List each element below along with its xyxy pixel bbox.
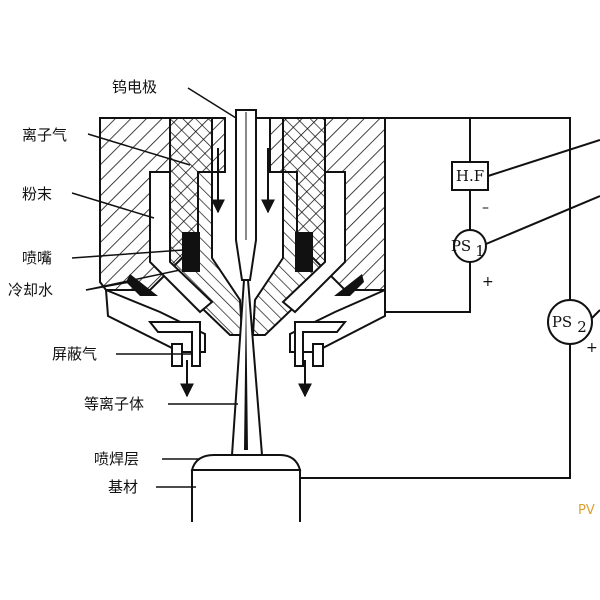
circuit-wires: [256, 117, 571, 479]
ps2-label: PS: [552, 313, 572, 331]
label-spray-weld-layer: 喷焊层: [94, 450, 139, 468]
torch-housing: [99, 117, 386, 367]
powder-channel-right: [281, 171, 346, 314]
substrate-block: [191, 469, 301, 522]
ps1-power-supply: [453, 229, 487, 263]
ps2-connector: [591, 309, 600, 319]
label-plasma: 等离子体: [84, 395, 144, 413]
watermark: PV: [578, 503, 595, 518]
label-nozzle: 喷嘴: [22, 249, 52, 267]
cooling-block-left: [182, 232, 200, 272]
label-powder: 粉末: [22, 185, 52, 203]
label-tungsten-electrode: 钨电极: [112, 78, 157, 96]
cooling-triangle-right: [334, 274, 364, 296]
cooling-block-right: [295, 232, 313, 272]
label-ion-gas: 离子气: [22, 126, 67, 144]
shield-flange-right: [294, 321, 348, 367]
leader-lines: [71, 87, 238, 488]
shield-lip-left: [171, 343, 183, 367]
ps2-plus-sign: +: [586, 340, 598, 356]
powder-channel-left: [149, 171, 214, 314]
shield-lip-right: [312, 343, 324, 367]
plasma-jet-core: [244, 290, 248, 450]
hf-connector: [487, 139, 600, 177]
ps1-minus-sign: –: [482, 200, 489, 216]
spray-weld-layer-shape: [190, 454, 302, 471]
ps1-connector: [485, 195, 600, 245]
gas-flow-arrows: [180, 148, 312, 398]
label-shielding-gas: 屏蔽气: [52, 345, 97, 363]
label-substrate: 基材: [108, 478, 138, 496]
ps1-plus-sign: +: [482, 274, 494, 290]
hf-label: H.F: [456, 167, 484, 185]
ps1-label: PS: [451, 237, 471, 255]
ps2-subscript: 2: [577, 318, 587, 336]
ps1-subscript: 1: [475, 242, 485, 260]
label-cooling-water: 冷却水: [8, 281, 53, 299]
hf-generator-box: [451, 161, 489, 191]
shield-flange-left: [147, 321, 201, 367]
ps2-power-supply: [547, 299, 593, 345]
